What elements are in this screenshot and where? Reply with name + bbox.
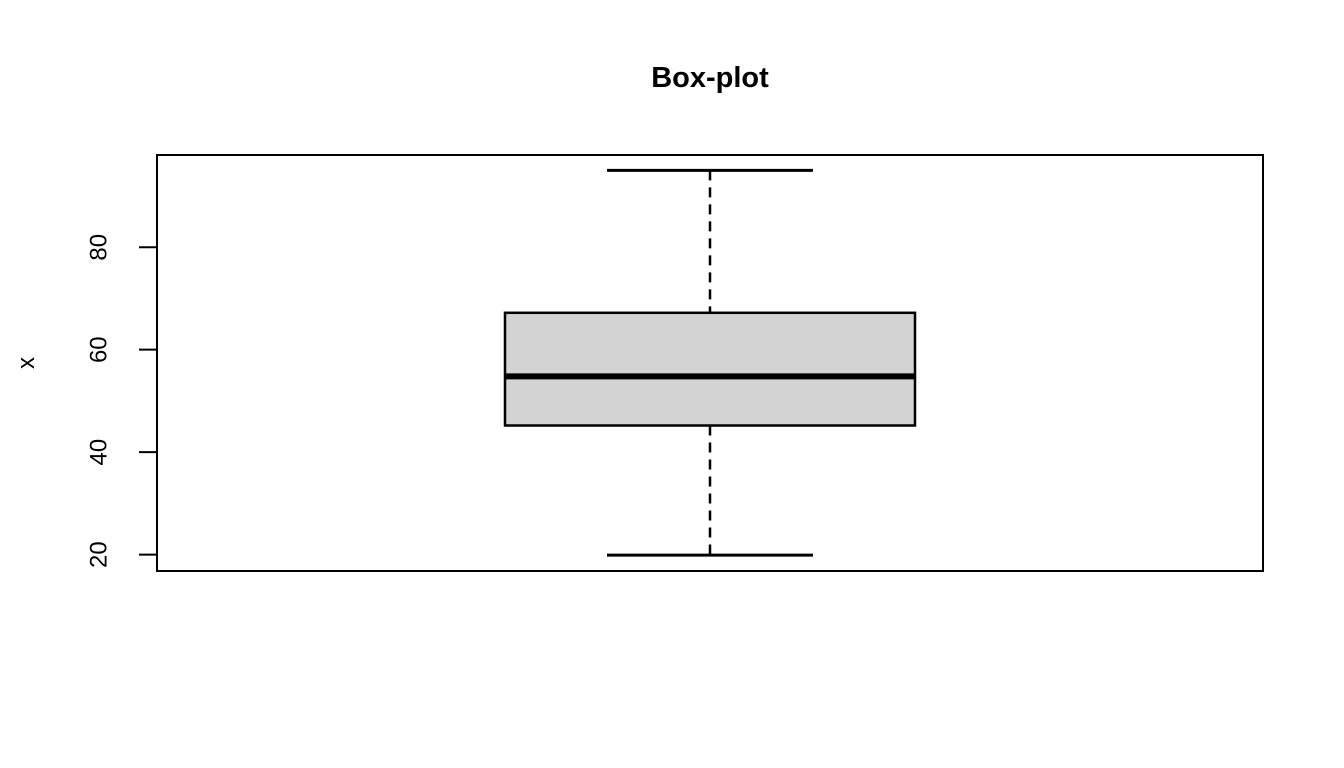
y-tick-label: 20 [86,541,113,568]
y-tick-label: 40 [86,439,113,466]
iqr-box [503,311,917,427]
plot-frame [156,154,1264,572]
y-tick-label: 60 [86,336,113,363]
y-tick-label: 80 [86,234,113,261]
chart-title: Box-plot [651,62,769,94]
